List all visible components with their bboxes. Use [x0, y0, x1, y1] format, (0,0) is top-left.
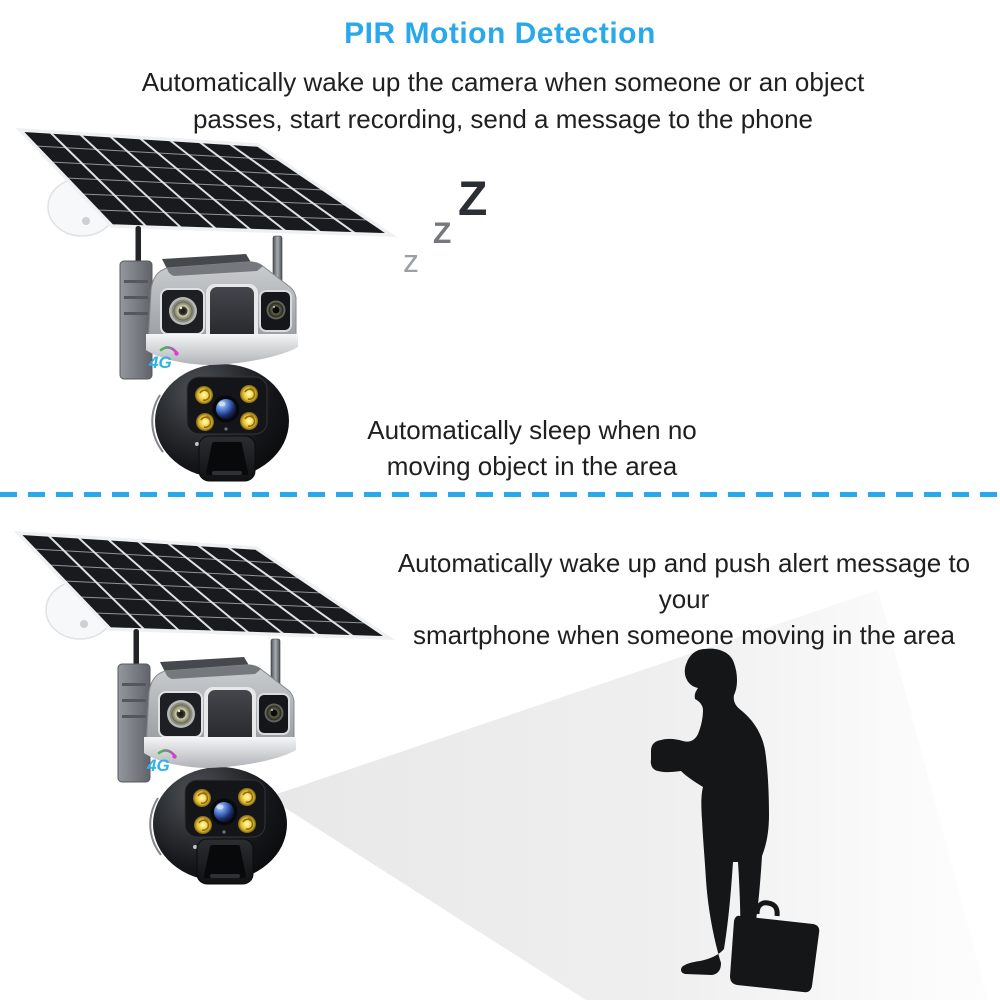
person-body: [650, 648, 773, 981]
briefcase-handle: [754, 900, 780, 917]
wake-note: Automatically wake up and push alert mes…: [384, 545, 984, 653]
sleep-z-small-icon: z: [403, 243, 419, 279]
detection-beam: [268, 590, 988, 1000]
subtitle-line-1: Automatically wake up the camera when so…: [141, 67, 865, 97]
subtitle-line-2: passes, start recording, send a message …: [192, 104, 814, 134]
page-subtitle: Automatically wake up the camera when so…: [3, 64, 1000, 138]
person-silhouette: [650, 648, 820, 993]
page-title: PIR Motion Detection: [344, 17, 656, 50]
sleep-note-line-2: moving object in the area: [386, 451, 678, 481]
sleep-note-line-1: Automatically sleep when no: [367, 415, 697, 445]
sleep-z-medium-icon: Z: [433, 217, 452, 250]
sleep-note: Automatically sleep when no moving objec…: [232, 412, 832, 484]
sleep-z-large-icon: Z: [458, 173, 488, 226]
section-divider: [0, 492, 1000, 497]
wake-note-line-2: smartphone when someone moving in the ar…: [413, 620, 955, 650]
wake-note-line-1: Automatically wake up and push alert mes…: [397, 548, 971, 614]
